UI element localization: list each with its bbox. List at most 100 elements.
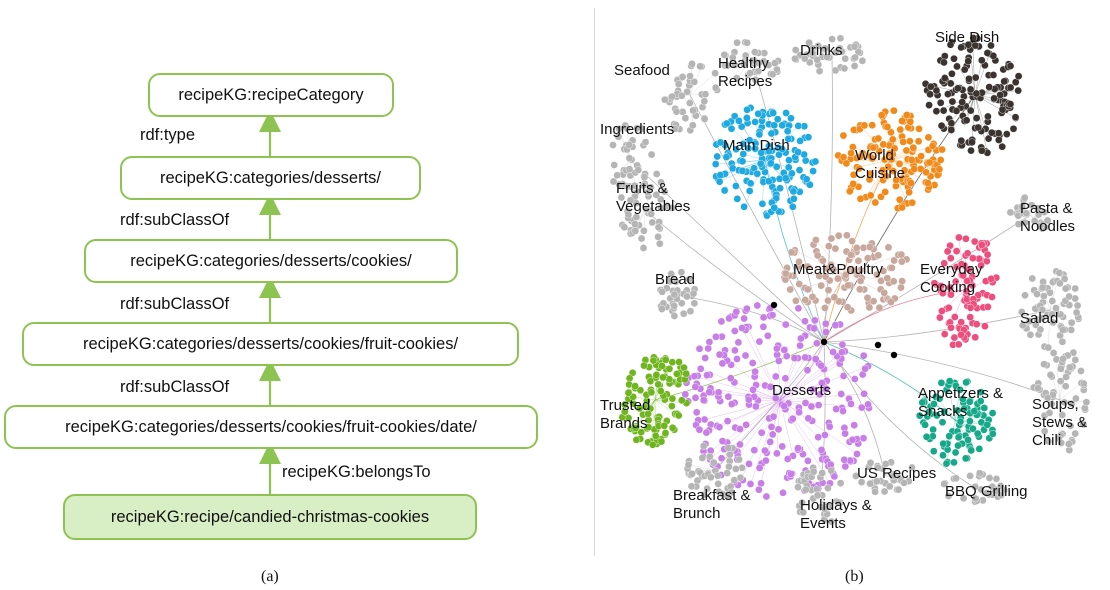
- node-dot: [1077, 367, 1085, 375]
- node-dot: [736, 425, 744, 433]
- node-dot: [801, 353, 809, 362]
- node-dot: [840, 455, 849, 464]
- node-dot: [957, 318, 966, 327]
- node-dot: [644, 423, 653, 432]
- node-dot: [738, 167, 747, 175]
- node-dot: [964, 265, 973, 274]
- node-dot: [962, 378, 970, 387]
- node-dot: [900, 479, 908, 487]
- node-dot: [1031, 321, 1040, 329]
- node-dot: [630, 181, 639, 190]
- node-dot: [654, 223, 663, 232]
- node-dot: [1065, 363, 1074, 372]
- node-dot: [1048, 297, 1057, 305]
- node-dot: [868, 154, 877, 163]
- node-dot: [907, 156, 916, 164]
- node-dot: [861, 364, 870, 373]
- node-dot: [909, 143, 918, 152]
- node-dot: [879, 267, 888, 275]
- node-dot: [1065, 292, 1073, 301]
- node-dot: [782, 109, 790, 117]
- node-dot: [646, 377, 655, 386]
- node-dot: [713, 152, 721, 161]
- node-dot: [763, 331, 772, 340]
- node-dot: [1027, 201, 1036, 209]
- node-dot: [678, 91, 686, 100]
- node-dot: [1067, 326, 1076, 334]
- node-dot: [880, 487, 889, 496]
- node-dot: [843, 231, 851, 240]
- node-dot: [953, 62, 961, 71]
- node-dot: [733, 195, 742, 203]
- node-dot: [839, 153, 848, 161]
- node-dot: [674, 80, 683, 88]
- node-dot: [889, 472, 897, 481]
- node-dot: [822, 385, 830, 393]
- node-dot: [930, 279, 939, 288]
- node-dot: [1071, 429, 1080, 438]
- node-dot: [998, 142, 1007, 151]
- node-dot: [975, 469, 984, 478]
- node-dot: [670, 290, 679, 299]
- node-dot: [644, 410, 652, 418]
- node-dot: [746, 69, 754, 77]
- node-dot: [908, 463, 916, 472]
- node-dot: [666, 277, 674, 286]
- node-label: recipeKG:recipeCategory: [178, 85, 364, 104]
- edge-label-belongsto: recipeKG:belongsTo: [282, 463, 431, 481]
- node-dot: [940, 259, 949, 268]
- node-dot: [847, 149, 855, 157]
- node-dot: [937, 121, 946, 130]
- node-dot: [897, 257, 906, 266]
- node-dot: [940, 58, 948, 67]
- node-label: recipeKG:categories/desserts/: [159, 168, 382, 187]
- node-dot: [665, 375, 674, 384]
- node-dot: [808, 292, 817, 301]
- node-dot: [689, 106, 697, 115]
- node-dot: [924, 179, 932, 187]
- node-dot: [947, 126, 956, 134]
- node-dot: [691, 383, 700, 391]
- node-dot: [841, 54, 849, 63]
- node-dot: [624, 388, 633, 397]
- node-dot: [853, 450, 861, 458]
- edge-everyday-cooking: [823, 289, 966, 343]
- node-dot: [665, 365, 674, 373]
- node-dot: [940, 52, 949, 60]
- node-dot: [939, 106, 948, 115]
- node-dot: [803, 262, 812, 271]
- cluster-breakfast-brunch: [683, 442, 746, 501]
- node-dot: [1071, 356, 1080, 364]
- node-dot: [668, 423, 677, 432]
- node-dot: [915, 125, 923, 133]
- node-dot: [755, 130, 764, 139]
- node-dot: [642, 205, 651, 213]
- node-dot: [873, 463, 882, 472]
- node-dot: [683, 88, 691, 96]
- node-dot: [976, 397, 985, 405]
- node-dot: [819, 256, 827, 265]
- node-dot: [888, 135, 897, 144]
- node-dot: [1060, 275, 1069, 283]
- node-link: [694, 376, 781, 401]
- node-dot: [768, 70, 777, 79]
- node-dot: [723, 119, 731, 128]
- edge-label-subclassof-2: rdf:subClassOf: [120, 295, 230, 313]
- node-link: [654, 399, 676, 414]
- node-dot: [961, 454, 970, 463]
- node-dot: [668, 402, 676, 410]
- node-dot: [1002, 130, 1011, 138]
- node-recipe-category: recipeKG:recipeCategory: [148, 73, 394, 117]
- cluster-label-desserts: Desserts: [772, 382, 831, 399]
- node-dot: [954, 441, 962, 450]
- node-dot: [874, 134, 883, 143]
- node-dot: [824, 484, 832, 492]
- node-dot: [716, 171, 725, 179]
- node-dot: [715, 350, 724, 359]
- node-dot: [928, 142, 937, 150]
- node-dot: [682, 369, 690, 378]
- node-dot: [795, 257, 803, 266]
- node-dot: [972, 320, 981, 329]
